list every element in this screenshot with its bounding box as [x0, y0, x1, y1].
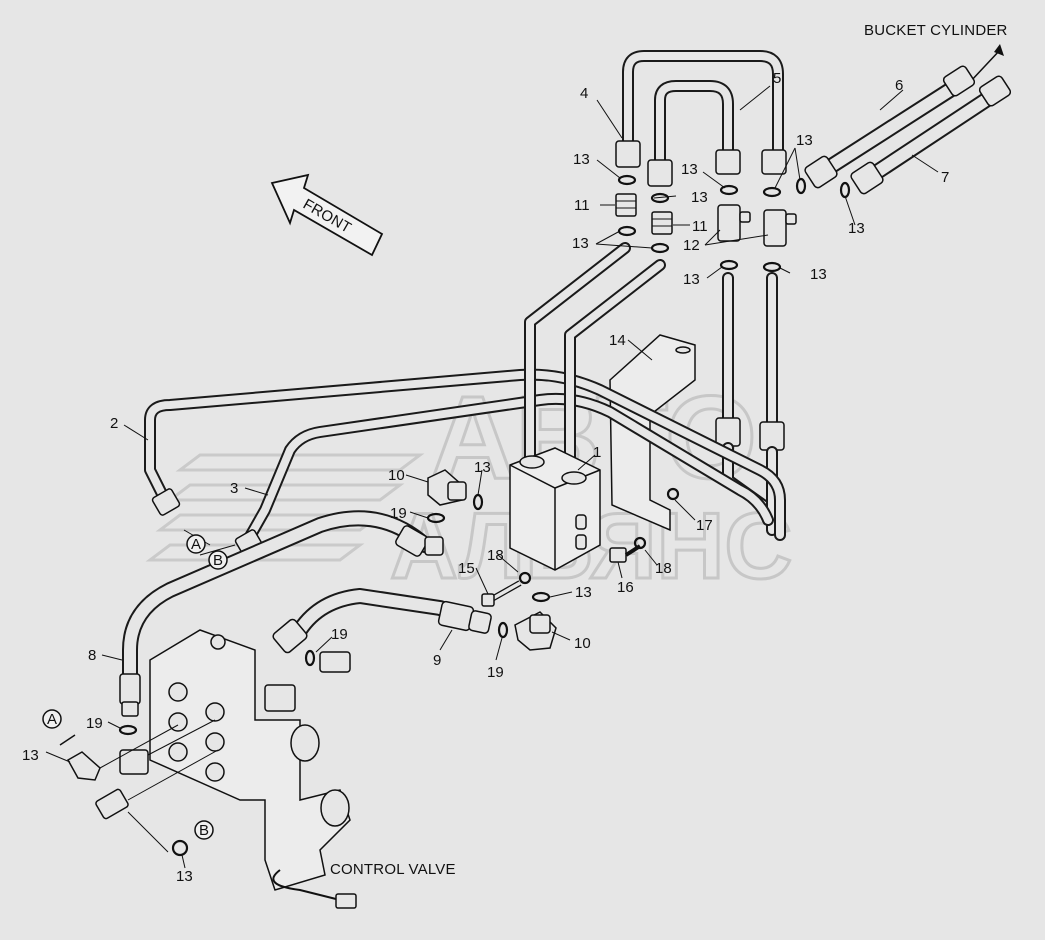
bracket-14 [609, 334, 696, 532]
callout-12: 12 [683, 237, 700, 254]
leader-lines [45, 85, 939, 869]
connector-11-right [651, 211, 673, 235]
callout-7: 7 [941, 169, 949, 186]
callout-13-b: 13 [681, 161, 698, 178]
pipe-2 [144, 368, 786, 541]
callout-4: 4 [580, 85, 588, 102]
pipe-to-block-right [564, 259, 666, 476]
callout-17: 17 [696, 517, 713, 534]
callout-13-k: 13 [22, 747, 39, 764]
callout-10-lower: 10 [574, 635, 591, 652]
callout-1: 1 [593, 444, 601, 461]
connector-A-lower-label: A [47, 711, 57, 728]
callout-6: 6 [895, 77, 903, 94]
washer-18-right [633, 536, 647, 550]
callout-13-a: 13 [573, 151, 590, 168]
callout-19-mid: 19 [487, 664, 504, 681]
bucket-cylinder-label: BUCKET CYLINDER [864, 22, 1008, 39]
callout-11-left: 11 [574, 197, 590, 214]
connector-A-upper-label: A [191, 536, 201, 553]
hose-6 [804, 65, 976, 189]
fitting-cv-low [95, 788, 129, 820]
front-arrow: FRONT [270, 173, 384, 257]
watermark-stripes [145, 453, 425, 562]
elbow-10-lower [514, 611, 557, 651]
control-valve-label: CONTROL VALVE [330, 861, 456, 878]
callout-9: 9 [433, 652, 441, 669]
pipe-2-nut [151, 488, 181, 516]
callout-15: 15 [458, 560, 475, 577]
connector-11-left [615, 193, 637, 217]
washer-18-left [518, 571, 532, 585]
pipe-to-block-left [524, 242, 631, 464]
callout-10-upper: 10 [388, 467, 405, 484]
callout-16: 16 [617, 579, 634, 596]
callout-8: 8 [88, 647, 96, 664]
bolt-15 [481, 580, 522, 607]
callout-5: 5 [773, 70, 781, 87]
callout-13-f: 13 [810, 266, 827, 283]
callout-19-cv: 19 [331, 626, 348, 643]
callout-18-right: 18 [655, 560, 672, 577]
callout-13-e: 13 [683, 271, 700, 288]
tee-fitting-12-right [763, 209, 797, 247]
elbow-10-upper [427, 469, 467, 506]
washer-17 [666, 487, 680, 501]
hose-9 [272, 588, 492, 654]
callout-13-c: 13 [691, 189, 708, 206]
connector-A-upper: A [186, 534, 206, 554]
callout-13-l: 13 [176, 868, 193, 885]
callout-13-h: 13 [848, 220, 865, 237]
callout-2: 2 [110, 415, 118, 432]
callout-13-g: 13 [796, 132, 813, 149]
control-valve [149, 629, 357, 909]
callout-19-lower: 19 [86, 715, 103, 732]
connector-B-upper-label: B [213, 552, 223, 569]
pipe-5-nut [647, 159, 673, 187]
callout-3: 3 [230, 480, 238, 497]
hose-7 [850, 75, 1012, 195]
pipe-5 [654, 80, 734, 166]
fitting-cv-mid [119, 749, 149, 775]
connector-B-upper: B [208, 550, 228, 570]
fitting-19-cv [319, 651, 351, 673]
pipe-4-nut [615, 140, 641, 168]
valve-block-1 [509, 447, 601, 571]
callout-13-d: 13 [572, 235, 589, 252]
callout-19-upper: 19 [390, 505, 407, 522]
pipe-4b-nut [761, 149, 787, 175]
pipe-5b-nut [715, 149, 741, 175]
callouts: 1 2 3 4 5 6 7 8 9 10 10 11 11 12 13 13 1… [22, 70, 949, 885]
connector-B-lower: B [194, 820, 214, 840]
callout-11-right: 11 [692, 218, 708, 235]
pipe-4 [622, 50, 784, 164]
hose-8 [119, 510, 444, 717]
callout-18-left: 18 [487, 547, 504, 564]
tee-fitting-12-left [717, 204, 751, 242]
bucket-cylinder-arrow [969, 44, 1004, 83]
elbow-13-cv [66, 751, 101, 781]
connector-A-lower: A [42, 709, 62, 729]
connector-B-lower-label: B [199, 822, 209, 839]
callout-13-i: 13 [474, 459, 491, 476]
callout-14: 14 [609, 332, 626, 349]
callout-13-j: 13 [575, 584, 592, 601]
